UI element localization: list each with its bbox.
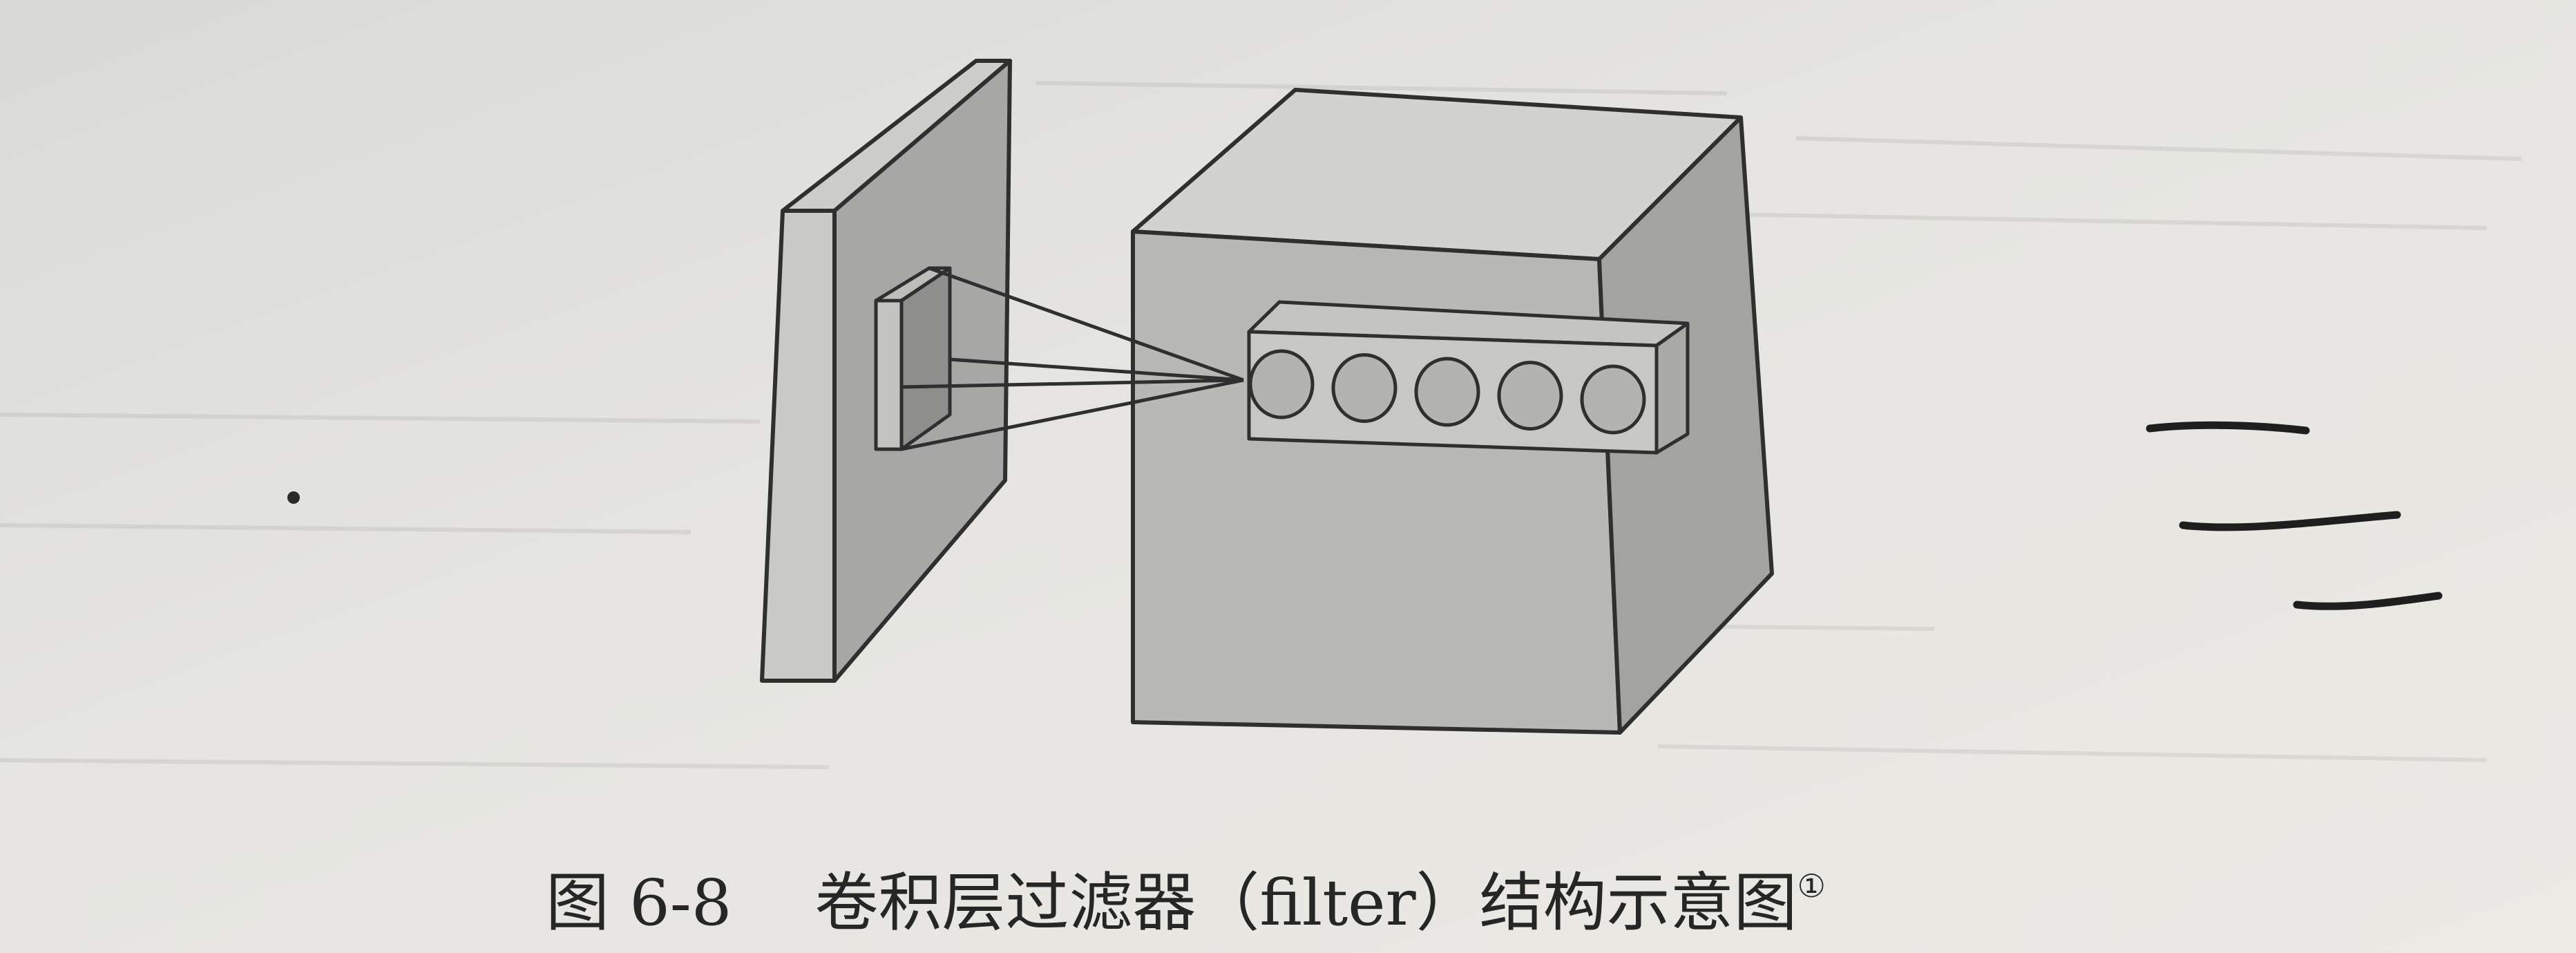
connection-line <box>928 266 1244 382</box>
pen-mark-2 <box>2179 511 2401 531</box>
output-node <box>1580 364 1646 435</box>
pen-marks <box>2146 421 2443 610</box>
node-bar-side <box>1654 321 1690 455</box>
filter-window-side <box>899 266 952 451</box>
footnote-mark: ① <box>1797 867 1826 905</box>
filter-window <box>874 266 952 451</box>
figure-number: 图 6-8 <box>546 866 732 940</box>
pen-mark-1 <box>2146 421 2310 435</box>
figure-caption: 图 6-8 卷积层过滤器（filter）结构示意图① <box>546 845 1826 940</box>
connection-lines <box>901 266 1244 451</box>
connection-line <box>901 378 1244 389</box>
connection-line <box>949 357 1244 382</box>
filter-window-front <box>874 299 904 451</box>
pencil-dot <box>287 491 300 504</box>
output-node <box>1248 349 1315 419</box>
pen-mark-3 <box>2293 592 2443 610</box>
output-node <box>1331 353 1397 423</box>
bleed-through-text <box>0 81 2522 769</box>
figure-title: 卷积层过滤器（filter）结构示意图 <box>814 866 1797 940</box>
output-node <box>1497 361 1563 431</box>
output-nodes <box>1248 349 1646 435</box>
connection-line <box>901 378 1244 451</box>
output-node <box>1414 357 1480 427</box>
